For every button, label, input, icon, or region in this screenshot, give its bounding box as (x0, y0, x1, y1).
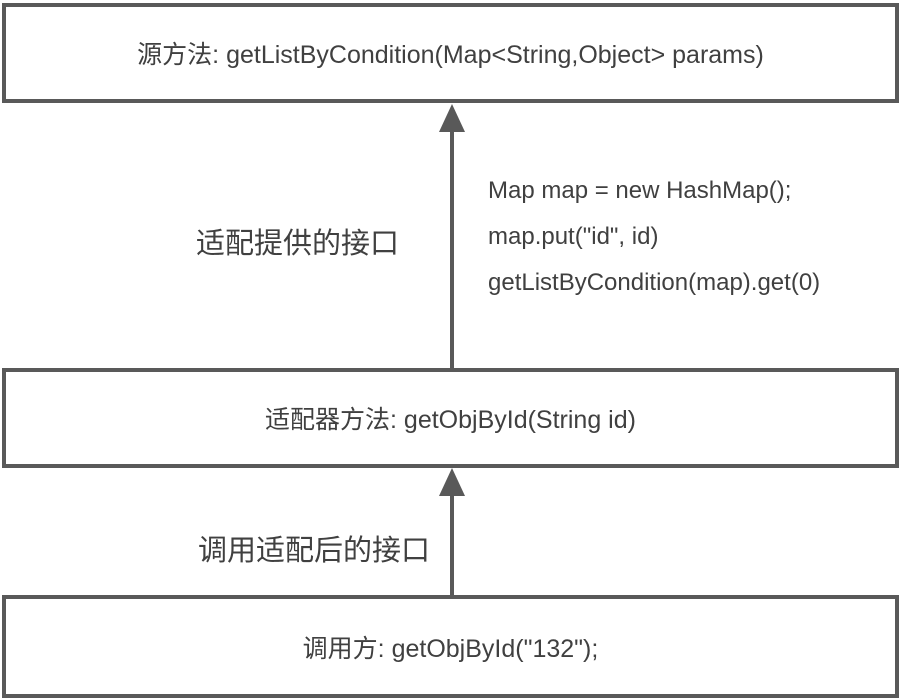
source-method-box: 源方法: getListByCondition(Map<String,Objec… (2, 3, 899, 103)
arrow-caller-to-adapter (450, 493, 454, 595)
adapter-method-label: 适配器方法: getObjById(String id) (265, 406, 636, 434)
source-method-label: 源方法: getListByCondition(Map<String,Objec… (137, 41, 764, 69)
code-line: getListByCondition(map).get(0) (488, 269, 821, 296)
arrow-up-icon (439, 468, 465, 496)
arrow-label-call-adapted-interface: 调用适配后的接口 (198, 535, 431, 567)
arrow-label-adapt-provided-interface: 适配提供的接口 (196, 228, 400, 260)
adapter-method-box: 适配器方法: getObjById(String id) (2, 368, 899, 468)
arrow-adapter-to-source (450, 128, 454, 368)
code-line: map.put("id", id) (488, 223, 659, 250)
code-snippet: Map map = new HashMap(); map.put("id", i… (488, 168, 820, 306)
caller-box: 调用方: getObjById("132"); (2, 595, 899, 698)
arrow-up-icon (439, 104, 465, 132)
caller-label: 调用方: getObjById("132"); (302, 634, 599, 663)
code-line: Map map = new HashMap(); (488, 177, 792, 204)
